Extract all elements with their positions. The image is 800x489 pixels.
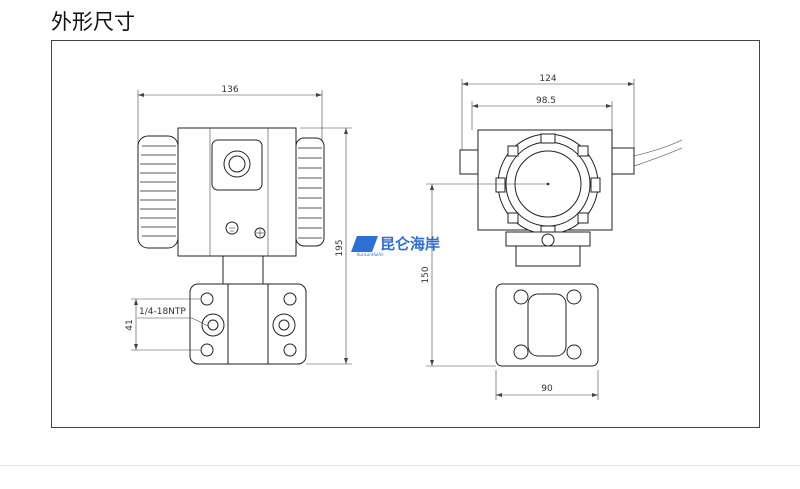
- dim-flange-label: 41: [125, 319, 135, 330]
- dim-bottom-label: 90: [541, 384, 553, 394]
- page-title: 外形尺寸: [51, 10, 135, 34]
- page-divider: [0, 465, 800, 466]
- right-end-cap: [295, 137, 325, 247]
- logo-mark-icon: [351, 236, 378, 252]
- dim-top-label: 124: [539, 74, 556, 84]
- dim-height-label: 195: [335, 239, 345, 256]
- logo-text: 昆仑海岸: [380, 235, 440, 253]
- side-gland-left: [459, 149, 479, 175]
- right-neck: [515, 245, 581, 267]
- dim-right-height-label: 150: [421, 266, 431, 283]
- dim-inner-label: 98.5: [536, 96, 556, 106]
- left-end-cap: [137, 135, 179, 249]
- left-view-transmitter: 136: [125, 85, 352, 365]
- logo-subtext: KunLunHaiAn: [357, 252, 384, 257]
- side-gland-right: [611, 147, 635, 175]
- dim-width-label: 136: [221, 85, 238, 95]
- watermark-logo: 昆仑海岸 KunLunHaiAn: [351, 235, 440, 257]
- cable: [633, 139, 683, 157]
- right-cap-fins: [298, 147, 322, 239]
- right-view-transmitter: 124 98.5: [421, 74, 683, 400]
- sensor-neck: [222, 255, 264, 285]
- left-cap-fins: [140, 145, 176, 237]
- thread-spec-label: 1/4-18NTP: [139, 307, 186, 317]
